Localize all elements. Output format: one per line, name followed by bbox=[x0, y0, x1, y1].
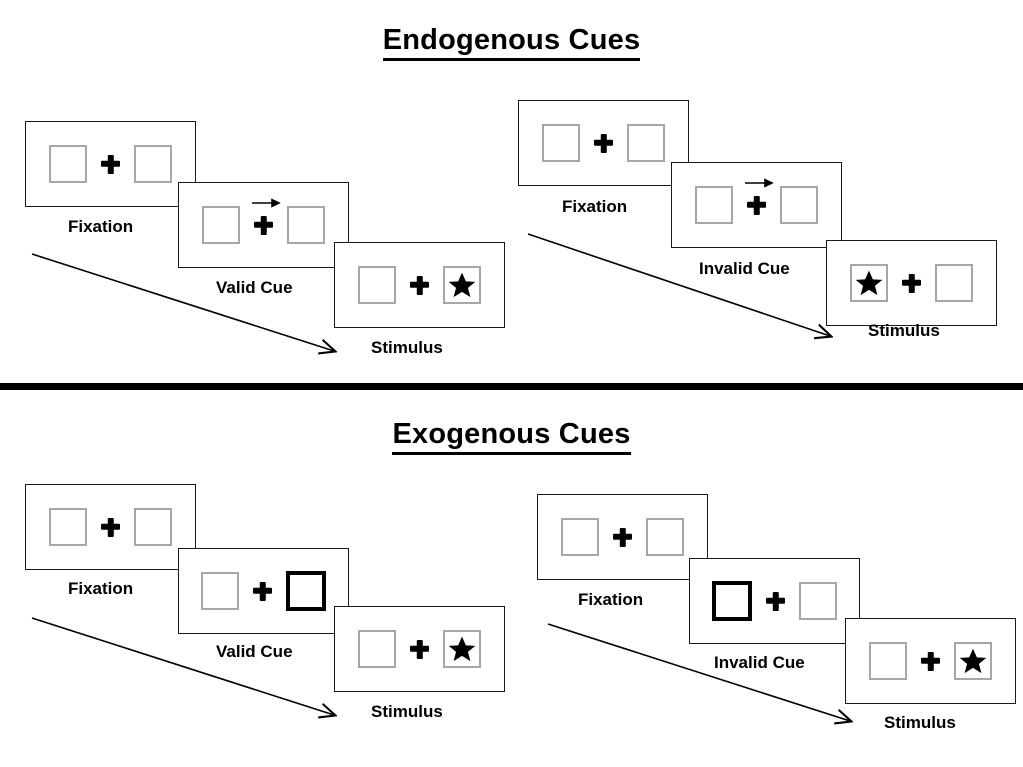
section-title-endogenous: Endogenous Cues bbox=[0, 24, 1023, 61]
stimulus-box-left[interactable] bbox=[695, 186, 733, 224]
stimulus-box-right-cued[interactable] bbox=[286, 571, 326, 611]
panel-label-valid-cue: Valid Cue bbox=[216, 278, 293, 297]
section-title-endogenous-text: Endogenous Cues bbox=[382, 24, 641, 61]
time-arrow-endogenous-valid bbox=[31, 253, 348, 363]
panel-exogenous-valid-cue[interactable] bbox=[178, 548, 349, 634]
stimulus-box-right[interactable] bbox=[443, 266, 481, 304]
star-icon bbox=[855, 270, 883, 296]
panel-exogenous-valid-stimulus[interactable] bbox=[334, 606, 505, 692]
stimulus-box-right[interactable] bbox=[954, 642, 992, 680]
panel-content bbox=[179, 183, 348, 267]
fixation-cross-icon bbox=[410, 640, 429, 659]
section-title-exogenous: Exogenous Cues bbox=[0, 418, 1023, 455]
stimulus-box-left[interactable] bbox=[561, 518, 599, 556]
fixation-cross-icon bbox=[253, 582, 272, 601]
fixation-cross-icon bbox=[613, 528, 632, 547]
stimulus-box-right[interactable] bbox=[646, 518, 684, 556]
panel-endogenous-valid-stimulus[interactable] bbox=[334, 242, 505, 328]
stimulus-box-left[interactable] bbox=[49, 508, 87, 546]
panel-exogenous-invalid-fixation[interactable] bbox=[537, 494, 708, 580]
fixation-cross-icon bbox=[594, 134, 613, 153]
stimulus-box-left[interactable] bbox=[202, 206, 240, 244]
panel-label-fixation: Fixation bbox=[68, 217, 134, 236]
panel-content bbox=[672, 163, 841, 247]
time-arrow-exogenous-invalid bbox=[547, 623, 864, 733]
fixation-cross-icon bbox=[101, 518, 120, 537]
stimulus-box-left[interactable] bbox=[201, 572, 239, 610]
stimulus-box-left[interactable] bbox=[49, 145, 87, 183]
stimulus-box-left[interactable] bbox=[850, 264, 888, 302]
fixation-cross-icon bbox=[101, 155, 120, 174]
panel-endogenous-invalid-stimulus[interactable] bbox=[826, 240, 997, 326]
star-icon bbox=[448, 272, 476, 298]
stimulus-box-right[interactable] bbox=[627, 124, 665, 162]
panel-label-fixation: Fixation bbox=[562, 197, 628, 216]
panel-content bbox=[690, 559, 859, 643]
panel-label-stimulus: Stimulus bbox=[371, 338, 443, 357]
panel-label-invalid-cue: Invalid Cue bbox=[699, 259, 790, 278]
stimulus-box-right[interactable] bbox=[443, 630, 481, 668]
stimulus-box-right[interactable] bbox=[287, 206, 325, 244]
time-arrow-endogenous-invalid bbox=[527, 233, 844, 348]
panel-endogenous-valid-fixation[interactable] bbox=[25, 121, 196, 207]
stimulus-box-right[interactable] bbox=[935, 264, 973, 302]
panel-endogenous-invalid-fixation[interactable] bbox=[518, 100, 689, 186]
panel-content bbox=[335, 243, 504, 327]
stimulus-box-right[interactable] bbox=[134, 145, 172, 183]
stimulus-box-left[interactable] bbox=[869, 642, 907, 680]
panel-content bbox=[26, 122, 195, 206]
star-icon bbox=[448, 636, 476, 662]
panel-content bbox=[335, 607, 504, 691]
section-title-exogenous-text: Exogenous Cues bbox=[392, 418, 631, 455]
panel-label-stimulus: Stimulus bbox=[868, 321, 940, 340]
stimulus-box-left[interactable] bbox=[358, 266, 396, 304]
panel-content bbox=[827, 241, 996, 325]
stimulus-box-right[interactable] bbox=[134, 508, 172, 546]
panel-content bbox=[538, 495, 707, 579]
fixation-cross-icon bbox=[921, 652, 940, 671]
fixation-cross-icon bbox=[254, 216, 273, 235]
panel-endogenous-invalid-cue[interactable] bbox=[671, 162, 842, 248]
fixation-cross-icon bbox=[902, 274, 921, 293]
panel-label-fixation: Fixation bbox=[578, 590, 644, 609]
panel-exogenous-invalid-cue[interactable] bbox=[689, 558, 860, 644]
panel-content bbox=[519, 101, 688, 185]
panel-endogenous-valid-cue[interactable] bbox=[178, 182, 349, 268]
stimulus-box-left[interactable] bbox=[358, 630, 396, 668]
panel-content bbox=[846, 619, 1015, 703]
panel-label-fixation: Fixation bbox=[68, 579, 134, 598]
fixation-cross-icon bbox=[747, 196, 766, 215]
panel-label-valid-cue: Valid Cue bbox=[216, 642, 293, 661]
section-divider bbox=[0, 383, 1023, 390]
fixation-cross-icon bbox=[410, 276, 429, 295]
fixation-cross-icon bbox=[766, 592, 785, 611]
panel-exogenous-valid-fixation[interactable] bbox=[25, 484, 196, 570]
panel-content bbox=[26, 485, 195, 569]
panel-label-invalid-cue: Invalid Cue bbox=[714, 653, 805, 672]
panel-content bbox=[179, 549, 348, 633]
panel-label-stimulus: Stimulus bbox=[371, 702, 443, 721]
panel-label-stimulus: Stimulus bbox=[884, 713, 956, 732]
stimulus-box-right[interactable] bbox=[799, 582, 837, 620]
star-icon bbox=[959, 648, 987, 674]
stimulus-box-left[interactable] bbox=[542, 124, 580, 162]
stimulus-box-left-cued[interactable] bbox=[712, 581, 752, 621]
stimulus-box-right[interactable] bbox=[780, 186, 818, 224]
time-arrow-exogenous-valid bbox=[31, 617, 348, 727]
panel-exogenous-invalid-stimulus[interactable] bbox=[845, 618, 1016, 704]
